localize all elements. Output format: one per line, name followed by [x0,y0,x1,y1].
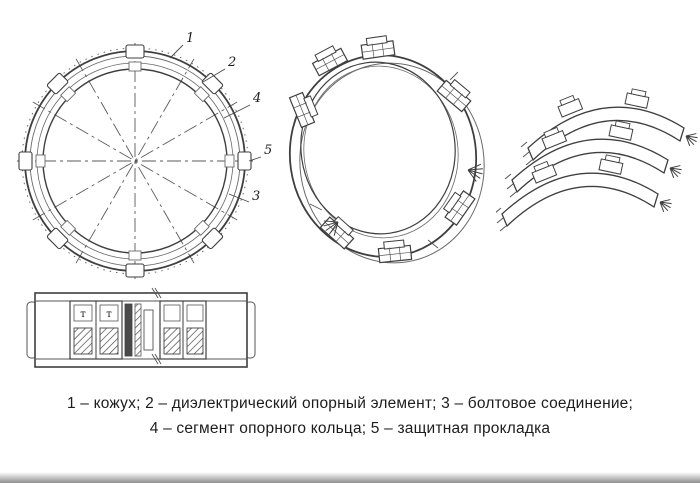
caption-line-2: 4 – сегмент опорного кольца; 5 – защитна… [149,420,551,437]
section-break-marks [151,287,162,365]
ring-clamps [288,34,476,264]
rim-tick-marks [309,71,459,249]
caption-line-1: 1 – кожух; 2 – диэлектрический опорный э… [66,395,634,412]
section-view-drawing: т т [26,287,256,368]
perspective-view-drawing [288,34,486,264]
section-block-right [159,300,207,360]
callout-2: 2 [227,55,236,70]
callout-1: 1 [186,31,194,46]
callout-4: 4 [252,91,261,106]
segments-view-drawing [496,88,700,253]
ring-band [288,54,485,264]
figure-caption: 1 – кожух; 2 – диэлектрический опорный э… [0,391,700,441]
callout-3: 3 [252,189,260,204]
section-bolt-strips [124,303,154,357]
section-label-t-right: т [106,309,112,320]
front-view-drawing: 1 2 4 5 3 [17,31,272,279]
bottom-shadow [0,472,700,483]
callout-leaders [169,44,262,203]
radial-centerlines [17,43,253,279]
callout-5: 5 [264,143,272,158]
section-label-t-left: т [80,309,86,320]
segment-stack [496,88,700,231]
section-block-left: т т [69,300,123,360]
